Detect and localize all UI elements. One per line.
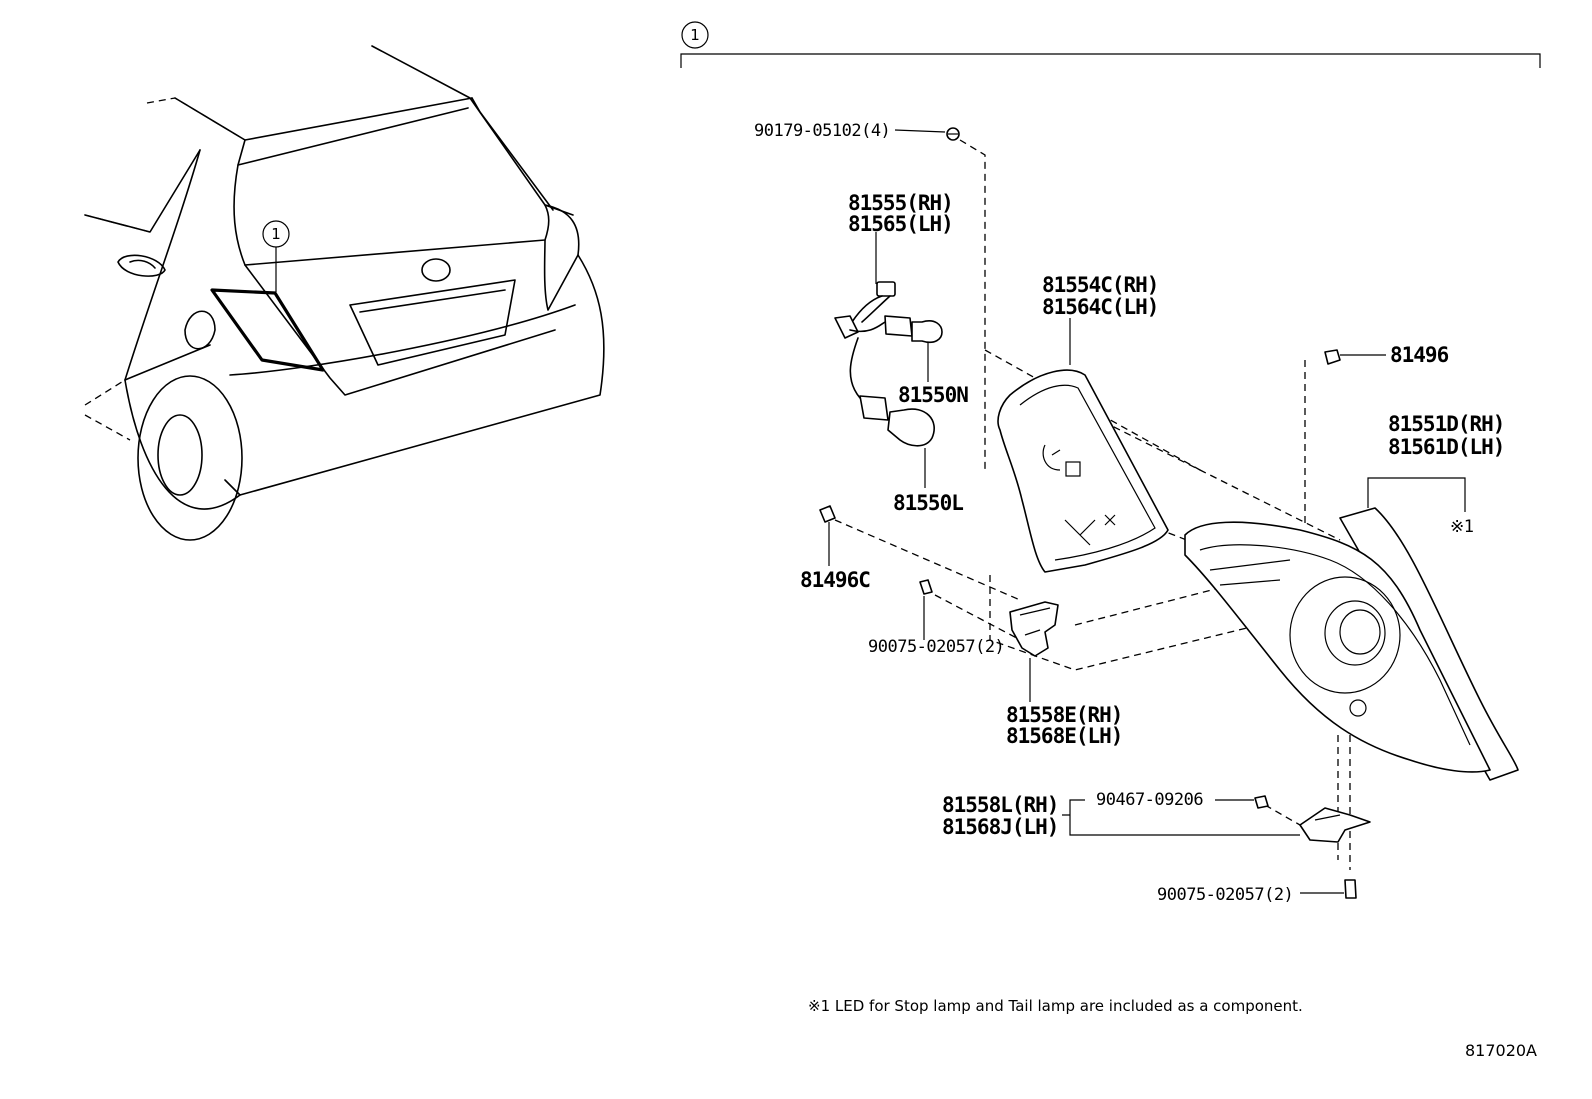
label-lens-lh: 81561D(LH) [1388, 435, 1504, 459]
label-retainer-rh: 81558L(RH) [942, 793, 1058, 817]
label-lens-rh: 81551D(RH) [1388, 412, 1504, 436]
assembly-bracket: 1 [680, 21, 1541, 68]
vehicle-rear-illustration: 1 [84, 45, 605, 541]
label-retainer-lh: 81568J(LH) [942, 815, 1058, 839]
lamp-housing-part [997, 369, 1169, 573]
label-housing-lh: 81564C(LH) [1042, 295, 1158, 319]
part-labels: 90179-05102(4) 81555(RH) 81565(LH) 81550… [754, 121, 1505, 905]
leader-lines [828, 129, 1466, 894]
lamp-lens-part [1184, 507, 1519, 781]
screw-90075-mid-part [919, 579, 933, 595]
label-remark-mark: ※1 [1450, 517, 1474, 537]
label-screw-lower: 90075-02057(2) [1157, 885, 1293, 905]
tail-lamp-highlight [210, 288, 325, 372]
label-housing-rh: 81554C(RH) [1042, 273, 1158, 297]
bulb-81550l-part [887, 408, 935, 447]
label-clip-90467: 90467-09206 [1096, 790, 1203, 810]
label-bracket-lh: 81568E(LH) [1006, 724, 1122, 748]
clip-81496-part [1324, 349, 1341, 365]
clip-81496c-part [819, 505, 836, 523]
label-bracket-rh: 81558E(RH) [1006, 703, 1122, 727]
label-screw-mid: 90075-02057(2) [868, 637, 1004, 657]
label-clip-81496c: 81496C [800, 568, 870, 592]
label-bulb-n: 81550N [898, 383, 968, 407]
label-bulb-l: 81550L [893, 491, 963, 515]
assembly-callout-number: 1 [690, 26, 700, 44]
screw-90179-part [946, 127, 960, 141]
label-screw-upper: 90179-05102(4) [754, 121, 890, 141]
label-socket-rh: 81555(RH) [848, 191, 953, 215]
retainer-81558l-part [1299, 807, 1371, 843]
label-clip-81496: 81496 [1390, 343, 1449, 367]
bulb-81550n-part [911, 320, 943, 344]
label-socket-lh: 81565(LH) [848, 212, 953, 236]
diagram-code: 817020A [1465, 1041, 1537, 1060]
clip-90467-part [1254, 795, 1269, 809]
bracket-81558e-part [1009, 601, 1059, 657]
screw-90075-lower-part [1344, 879, 1357, 899]
vehicle-callout-number: 1 [271, 225, 281, 243]
footnote-remark: ※1 LED for Stop lamp and Tail lamp are i… [808, 997, 1303, 1015]
